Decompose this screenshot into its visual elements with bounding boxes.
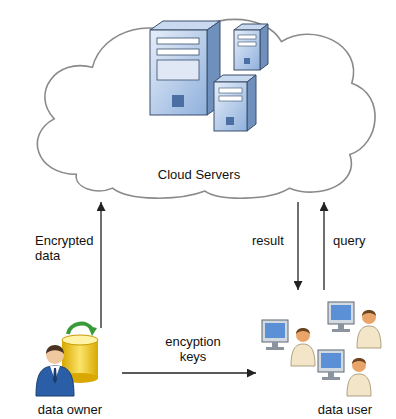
server-icon [214, 75, 256, 131]
user-workstations-part [318, 350, 371, 396]
user-workstations-part [262, 320, 315, 366]
cloud-outline [37, 19, 375, 198]
server-icon-part [157, 60, 199, 80]
server-icon-part [260, 24, 268, 70]
person-icon-part [53, 368, 57, 384]
edge-label: encyption keys [150, 334, 236, 364]
server-icon-part [172, 95, 184, 107]
node-label: data user [318, 402, 372, 417]
person-icon-part [46, 346, 64, 364]
data-user-node: data user [256, 290, 394, 419]
database-icon-part [62, 335, 98, 345]
user-workstations [262, 302, 381, 396]
server-icon-part [234, 30, 260, 70]
node-label: data owner [38, 402, 102, 417]
server-icon-part [238, 35, 256, 39]
database-icon-part [68, 324, 92, 334]
database-icon-part [62, 373, 98, 383]
server-icon [234, 24, 268, 70]
arrow-connector [323, 202, 324, 290]
server-icon-part [234, 24, 268, 30]
arrow-connector [297, 202, 298, 290]
database-icon-part [62, 340, 98, 378]
person-icon [36, 345, 74, 396]
server-icon-part [226, 117, 234, 125]
server-icon-part [244, 58, 250, 64]
server-icon-part [214, 75, 256, 82]
server-icon-part [247, 75, 256, 131]
server-icon-part [238, 42, 256, 46]
arrow-connector [122, 372, 256, 373]
server-icon-part [214, 82, 247, 131]
database-icon-part [88, 326, 97, 336]
server-icon-part [219, 88, 242, 93]
user-workstations-part [328, 302, 381, 348]
person-icon-part [46, 345, 64, 354]
edge-label: query [332, 233, 378, 248]
arrow-connector [100, 202, 101, 328]
server-icon-part [157, 49, 199, 55]
server-icon-part [150, 30, 207, 115]
server-icon-part [207, 21, 220, 115]
cloud-node: Cloud Servers [18, 4, 380, 202]
person-icon-part [50, 366, 60, 380]
data-owner-node: data owner [18, 328, 122, 419]
server-icon-part [150, 21, 220, 30]
server-icon-part [219, 96, 242, 101]
server-icon-part [157, 38, 199, 44]
edge-label: result [251, 233, 295, 248]
person-icon-part [36, 366, 74, 396]
database-icon [62, 324, 98, 383]
server-icon [150, 21, 220, 115]
edge-label: Encrypted data [34, 233, 100, 263]
node-label: Cloud Servers [158, 167, 240, 182]
